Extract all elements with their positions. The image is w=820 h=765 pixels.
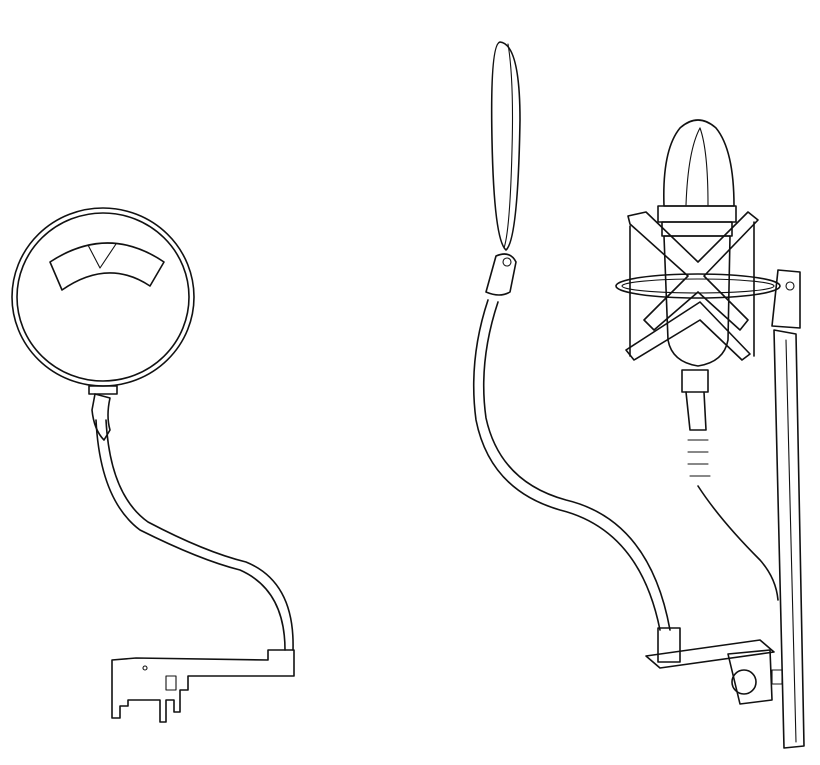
mic-stand-pole-edge [785,339,797,743]
shock-mount-upper-x [627,211,759,331]
pop-filter-inner-ring [16,212,190,382]
gooseneck-arm-inner [105,419,294,651]
cable-boot-ridges [687,439,711,477]
stand-clamp-body [727,649,773,705]
stand-clamp-knob-icon [731,669,757,695]
pop-filter-connector [88,385,118,395]
shock-mount-ring-inner [621,278,775,294]
side-clamp-block [657,627,681,663]
microphone-upper-ring [657,205,737,223]
pop-filter-clamp [111,649,295,723]
stand-clamp-slot [771,669,783,685]
side-pop-filter-hoop [490,41,521,251]
condenser-microphone-in-shock-mount [615,119,805,749]
side-pop-filter-mesh-edge [503,43,514,249]
gooseneck-arm-outer [95,419,286,651]
side-gooseneck-outer [472,299,661,631]
side-gooseneck-inner [482,301,671,631]
pop-filter-screen-notch [87,243,117,269]
microphone-cable [697,485,779,601]
side-pop-filter-joint [485,253,517,296]
microphone-capsule [663,119,735,207]
mic-stand-pole [773,329,805,749]
cable-boot [685,391,707,431]
capsule-grille-line-2 [699,127,709,206]
pop-filter-outer-ring [11,207,195,387]
clamp-slot [165,675,177,691]
microphone-body [663,235,731,367]
joint-screw-icon [502,257,512,267]
stand-mount-bracket [771,269,801,329]
microphone-connector [681,369,709,393]
shock-mount-lower-x [625,301,751,361]
capsule-grille-line-1 [685,127,701,206]
pop-filter-front-view [11,207,295,723]
microphone-lower-ring [661,221,733,237]
bracket-knob-icon [785,281,795,291]
pop-filter-screen-arc [49,242,165,291]
pop-filter-side-view [472,41,775,669]
side-clamp-plate [645,639,775,669]
clamp-hole [142,665,148,671]
shock-mount-ring-outer [615,273,781,299]
